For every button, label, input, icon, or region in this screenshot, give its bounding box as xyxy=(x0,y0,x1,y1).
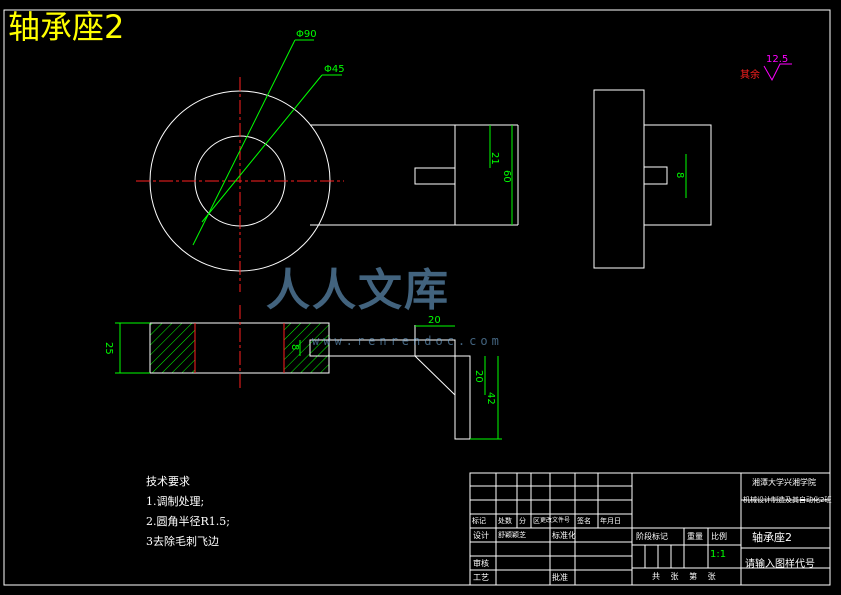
dim-60: 60 xyxy=(501,170,512,183)
dim-d45: Φ45 xyxy=(324,64,345,75)
dim-21: 21 xyxy=(489,152,500,165)
section-view: 25 8 20 20 42 xyxy=(103,305,502,440)
tech-item-3: 3去除毛刺飞边 xyxy=(146,535,219,548)
dim-d90: Φ90 xyxy=(296,29,317,40)
tech-heading: 技术要求 xyxy=(146,475,190,488)
dim-20-vertical: 20 xyxy=(473,370,484,383)
dim-20-top: 20 xyxy=(428,315,441,326)
tb-standardize: 标准化 xyxy=(552,531,576,540)
dim-8-side: 8 xyxy=(674,172,685,178)
tb-approve: 批准 xyxy=(552,573,568,582)
tb-part-name: 轴承座2 xyxy=(752,531,792,544)
tb-drawing-no: 请输入图样代号 xyxy=(745,559,815,570)
tb-major: 机械设计制造及其自动化2班 xyxy=(743,496,832,504)
tb-div: 分 xyxy=(519,517,526,525)
tb-scale: 1:1 xyxy=(710,549,727,560)
roughness-label: 其余 xyxy=(740,68,760,81)
tb-change-doc: 更改文件号 xyxy=(540,517,571,524)
tech-item-1: 1.调制处理; xyxy=(146,495,205,508)
roughness-symbol: 12.5 其余 xyxy=(740,54,792,82)
dim-25: 25 xyxy=(103,342,114,355)
tb-sheets: 共 张 第 张 xyxy=(652,572,716,581)
watermark-url: www.renrendoc.com xyxy=(312,334,503,348)
tb-zone: 区 xyxy=(533,517,540,525)
dim-42: 42 xyxy=(485,392,496,405)
drawing-title: 轴承座2 xyxy=(8,8,125,46)
title-block xyxy=(469,472,831,586)
front-view: Φ90 Φ45 21 60 xyxy=(136,29,519,292)
side-view: 8 xyxy=(593,89,712,269)
tb-design-name: 舒颖颖芝 xyxy=(498,531,526,539)
tb-mark: 标记 xyxy=(472,517,486,525)
tech-item-2: 2.圆角半径R1.5; xyxy=(146,515,230,528)
watermark: 人人文库 xyxy=(266,265,450,316)
tb-sign: 签名 xyxy=(577,517,591,525)
tb-review: 审核 xyxy=(473,559,489,568)
tb-process: 工艺 xyxy=(473,573,489,582)
tb-school: 湘潭大学兴湘学院 xyxy=(752,478,816,487)
tech-requirements: 技术要求 1.调制处理; 2.圆角半径R1.5; 3去除毛刺飞边 xyxy=(146,472,230,552)
tb-stage-mark: 阶段标记 xyxy=(636,532,668,541)
drawing-border xyxy=(3,9,831,586)
tb-count: 处数 xyxy=(498,517,512,525)
tb-weight: 重量 xyxy=(687,532,703,541)
tb-ratio: 比例 xyxy=(711,532,727,541)
dim-8-section: 8 xyxy=(289,344,300,350)
roughness-value: 12.5 xyxy=(766,54,788,65)
tb-date: 年月日 xyxy=(600,517,621,525)
tb-design: 设计 xyxy=(473,531,489,540)
